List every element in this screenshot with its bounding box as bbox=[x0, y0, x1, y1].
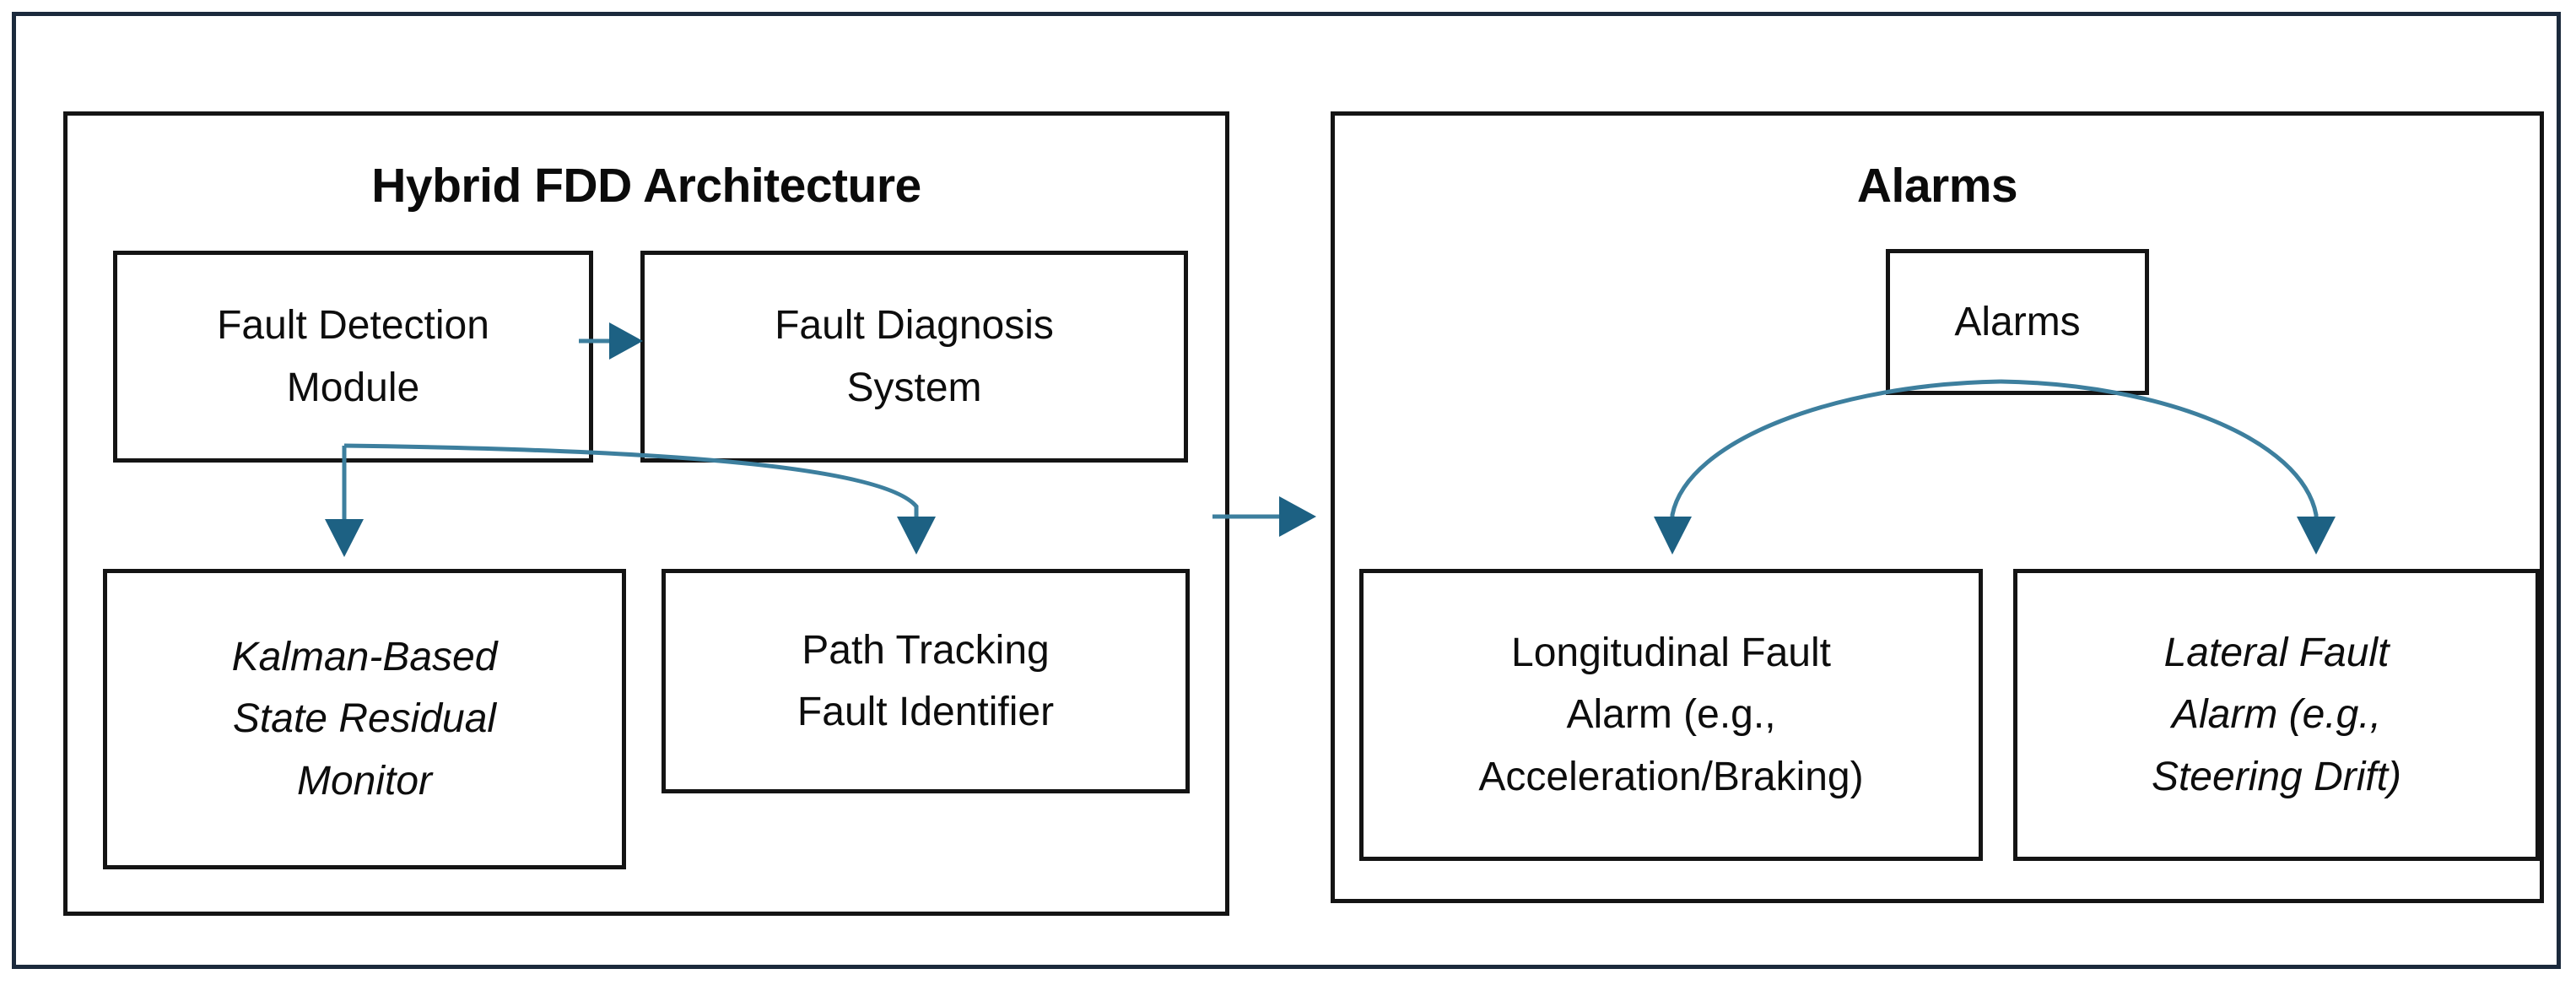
node-longitudinal-line-2: Alarm (e.g., bbox=[1566, 692, 1776, 738]
panel-title-alarms: Alarms bbox=[1856, 159, 2018, 213]
node-longitudinal-line-3: Acceleration/Braking) bbox=[1478, 754, 1864, 799]
node-kalman-based-state-residual-monitor[interactable]: Kalman-Based State Residual Monitor bbox=[103, 569, 626, 869]
node-kalman-line-3: Monitor bbox=[296, 758, 433, 804]
node-lateral-fault-alarm[interactable]: Lateral Fault Alarm (e.g., Steering Drif… bbox=[2013, 569, 2540, 861]
node-kalman-line-1: Kalman-Based bbox=[231, 634, 498, 679]
node-fault-detection-module-line-1: Fault Detection bbox=[217, 303, 489, 349]
node-lateral-line-1: Lateral Fault bbox=[2163, 630, 2390, 675]
figure-outer-frame: Hybrid FDD Architecture Fault Detection … bbox=[12, 12, 2561, 969]
node-alarms-source[interactable]: Alarms bbox=[1886, 249, 2149, 395]
node-path-tracking-line-1: Path Tracking bbox=[802, 627, 1050, 673]
node-kalman-line-2: State Residual bbox=[232, 696, 497, 742]
node-fault-diagnosis-system-line-2: System bbox=[846, 365, 982, 410]
node-longitudinal-fault-alarm[interactable]: Longitudinal Fault Alarm (e.g., Accelera… bbox=[1359, 569, 1983, 861]
node-alarms-source-line-1: Alarms bbox=[1954, 299, 2081, 344]
panel-title-hybrid-fdd-architecture: Hybrid FDD Architecture bbox=[371, 159, 921, 213]
node-fault-diagnosis-system[interactable]: Fault Diagnosis System bbox=[640, 251, 1188, 463]
node-fault-detection-module[interactable]: Fault Detection Module bbox=[113, 251, 593, 463]
node-fault-diagnosis-system-line-1: Fault Diagnosis bbox=[775, 303, 1054, 349]
node-fault-detection-module-line-2: Module bbox=[286, 365, 420, 410]
node-path-tracking-fault-identifier[interactable]: Path Tracking Fault Identifier bbox=[662, 569, 1190, 793]
node-lateral-line-2: Alarm (e.g., bbox=[2171, 692, 2382, 738]
node-path-tracking-line-2: Fault Identifier bbox=[797, 690, 1055, 734]
node-lateral-line-3: Steering Drift) bbox=[2151, 754, 2402, 799]
node-longitudinal-line-1: Longitudinal Fault bbox=[1511, 630, 1831, 675]
